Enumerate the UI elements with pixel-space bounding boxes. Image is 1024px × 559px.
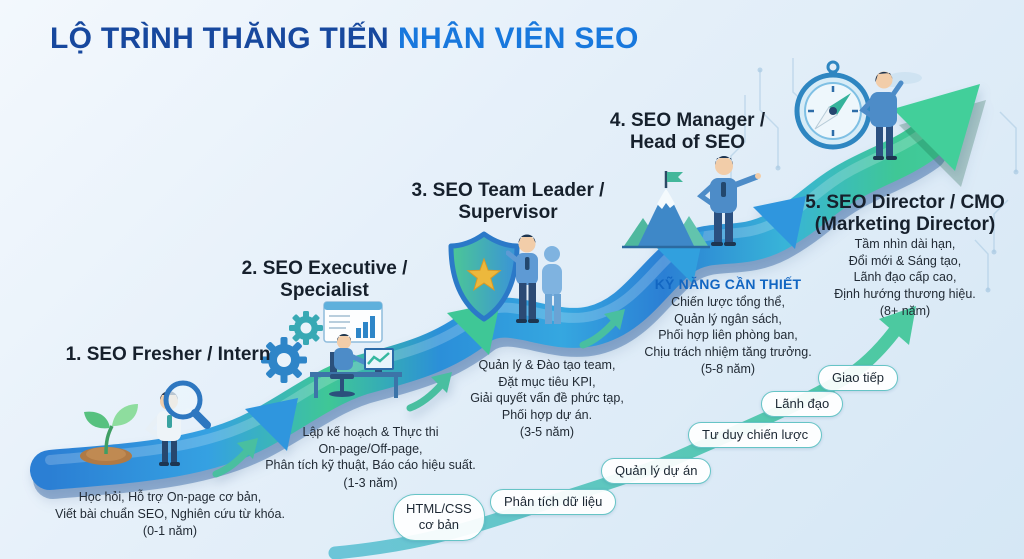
stage-3-years: (3-5 năm): [519, 425, 575, 439]
stage-5-heading: 5. SEO Director / CMO (Marketing Directo…: [805, 192, 1005, 236]
skill-pill-strategic-thinking: Tư duy chiến lược: [688, 422, 823, 449]
analyst-desk-icon: [310, 301, 402, 398]
stage-5-description-text: Tầm nhìn dài hạn, Đổi mới & Sáng tạo, Lã…: [834, 237, 976, 301]
stage-4-description-text: Chiến lược tổng thể, Quản lý ngân sách, …: [644, 295, 812, 359]
arrowhead-step4: [753, 196, 806, 249]
stage-1-description: Học hỏi, Hỗ trợ On-page cơ bản, Viết bài…: [15, 489, 325, 540]
stage-1-heading: 1. SEO Fresher / Intern: [65, 344, 271, 365]
skills-arrowhead: [879, 306, 916, 345]
title-accent: NHÂN VIÊN SEO: [398, 22, 639, 55]
stage-2-years: (1-3 năm): [343, 475, 398, 490]
team-icon: [506, 234, 562, 324]
stage-3-description: Quản lý & Đào tạo team, Đặt mục tiêu KPI…: [437, 357, 657, 441]
stage-3-heading: 3. SEO Team Leader / Supervisor: [411, 180, 605, 224]
stage-4-years: (5-8 năm): [700, 362, 756, 376]
shield-star-icon: [448, 231, 520, 322]
stage-3-description-text: Quản lý & Đào tạo team, Đặt mục tiêu KPI…: [470, 358, 624, 422]
stage-5-description: Tầm nhìn dài hạn, Đổi mới & Sáng tạo, Lã…: [798, 236, 1012, 320]
gears-icon: [261, 311, 323, 383]
stage-2-description: Lập kế hoạch & Thực thi On-page/Off-page…: [243, 424, 498, 491]
skill-pill-communication: Giao tiếp: [818, 365, 899, 392]
growth-swoosh-arrows: [212, 317, 619, 478]
stage-1-years: (0-1 năm): [142, 524, 198, 538]
person-pointing-icon: [697, 156, 761, 246]
arrowhead-step1: [245, 398, 298, 451]
skill-pill-data-analysis: Phân tích dữ liệu: [490, 489, 617, 516]
arrowhead-final: [893, 84, 980, 171]
stage-2-description-text: Lập kế hoạch & Thực thi On-page/Off-page…: [265, 425, 476, 472]
skill-pill-project-management: Quản lý dự án: [601, 458, 712, 485]
sprout-icon: [80, 404, 138, 465]
stage-1-description-text: Học hỏi, Hỗ trợ On-page cơ bản, Viết bài…: [55, 490, 285, 521]
person-magnifier-icon: [145, 380, 211, 466]
stage-4-heading: 4. SEO Manager / Head of SEO: [609, 110, 766, 154]
mountain-flag-icon: [622, 171, 710, 249]
person-looking-icon: [859, 71, 904, 160]
skill-pill-html-css: HTML/CSS cơ bản: [393, 494, 485, 541]
skill-pill-leadership: Lãnh đạo: [761, 391, 844, 418]
stage-5-years: (8+ năm): [879, 304, 931, 318]
title-main: LỘ TRÌNH THĂNG TIẾN: [50, 22, 390, 55]
compass-icon: [794, 60, 872, 150]
stage-2-heading: 2. SEO Executive / Specialist: [241, 258, 408, 302]
stage-4-description: Chiến lược tổng thể, Quản lý ngân sách, …: [628, 294, 828, 378]
required-skills-label: KỸ NĂNG CẦN THIẾT: [654, 276, 802, 292]
